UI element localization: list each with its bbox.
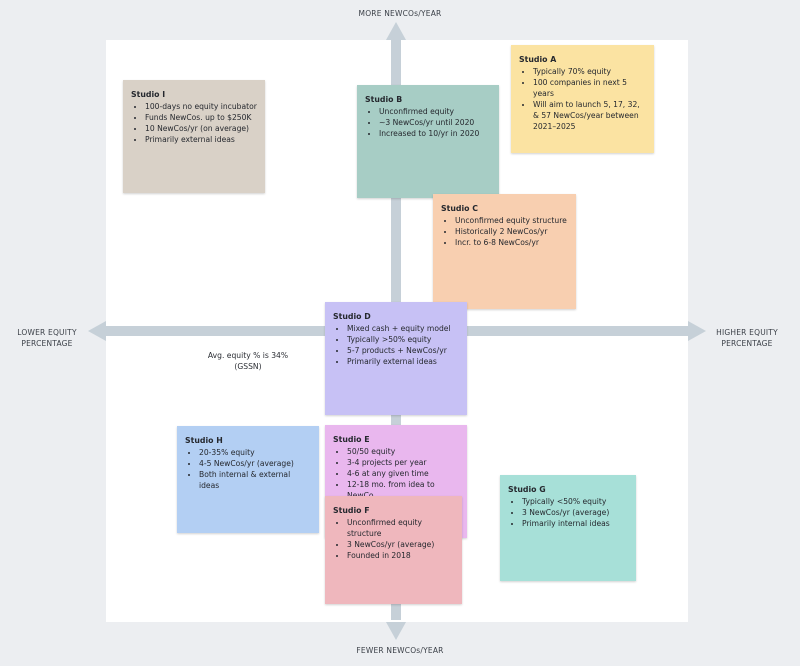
- list-item: 100 companies in next 5 years: [533, 77, 646, 99]
- studio-d-title: Studio D: [333, 312, 371, 321]
- list-item: Both internal & external ideas: [199, 469, 311, 491]
- arrow-down-icon: [386, 622, 406, 640]
- list-item: 50/50 equity: [347, 446, 459, 457]
- sticky-note-studio-a[interactable]: Studio A Typically 70% equity 100 compan…: [511, 45, 654, 153]
- studio-h-list: 20-35% equity 4-5 NewCos/yr (average) Bo…: [185, 447, 311, 491]
- list-item: Typically 70% equity: [533, 66, 646, 77]
- axis-label-right-line1: HIGHER EQUITY: [716, 328, 778, 337]
- list-item: Primarily internal ideas: [522, 518, 628, 529]
- list-item: 3 NewCos/yr (average): [347, 539, 454, 550]
- list-item: Unconfirmed equity structure: [455, 215, 568, 226]
- arrow-left-icon: [88, 321, 106, 341]
- list-item: 4-6 at any given time: [347, 468, 459, 479]
- list-item: 3-4 projects per year: [347, 457, 459, 468]
- arrow-up-icon: [386, 22, 406, 40]
- studio-e-list: 50/50 equity 3-4 projects per year 4-6 a…: [333, 446, 459, 501]
- list-item: 12-18 mo. from idea to NewCo.: [347, 479, 459, 501]
- studio-g-list: Typically <50% equity 3 NewCos/yr (avera…: [508, 496, 628, 529]
- list-item: 5-7 products + NewCos/yr: [347, 345, 459, 356]
- list-item: 4-5 NewCos/yr (average): [199, 458, 311, 469]
- sticky-note-studio-d[interactable]: Studio D Mixed cash + equity model Typic…: [325, 302, 467, 415]
- list-item: Funds NewCos. up to $250K: [145, 112, 257, 123]
- sticky-note-studio-g[interactable]: Studio G Typically <50% equity 3 NewCos/…: [500, 475, 636, 581]
- axis-label-right-line2: PERCENTAGE: [721, 339, 773, 348]
- studio-c-title: Studio C: [441, 204, 478, 213]
- sticky-note-studio-c[interactable]: Studio C Unconfirmed equity structure Hi…: [433, 194, 576, 309]
- list-item: 100-days no equity incubator: [145, 101, 257, 112]
- list-item: Primarily external ideas: [145, 134, 257, 145]
- list-item: 10 NewCos/yr (on average): [145, 123, 257, 134]
- sticky-note-studio-h[interactable]: Studio H 20-35% equity 4-5 NewCos/yr (av…: [177, 426, 319, 533]
- list-item: Historically 2 NewCos/yr: [455, 226, 568, 237]
- axis-label-left-line1: LOWER EQUITY: [17, 328, 77, 337]
- list-item: Mixed cash + equity model: [347, 323, 459, 334]
- axis-label-bottom: FEWER NEWCOs/YEAR: [356, 646, 444, 655]
- studio-i-title: Studio I: [131, 90, 166, 99]
- studio-a-list: Typically 70% equity 100 companies in ne…: [519, 66, 646, 132]
- sticky-note-studio-f[interactable]: Studio F Unconfirmed equity structure 3 …: [325, 496, 462, 604]
- axis-label-right: HIGHER EQUITY PERCENTAGE: [702, 327, 792, 349]
- studio-b-list: Unconfirmed equity ~3 NewCos/yr until 20…: [365, 106, 491, 139]
- avg-equity-line1: Avg. equity % is 34%: [207, 351, 289, 360]
- avg-equity-annotation: Avg. equity % is 34% (GSSN): [196, 350, 300, 372]
- studio-i-list: 100-days no equity incubator Funds NewCo…: [131, 101, 257, 145]
- list-item: Unconfirmed equity structure: [347, 517, 454, 539]
- list-item: Typically >50% equity: [347, 334, 459, 345]
- avg-equity-line2: (GSSN): [234, 362, 262, 371]
- studio-f-title: Studio F: [333, 506, 370, 515]
- list-item: Founded in 2018: [347, 550, 454, 561]
- studio-c-list: Unconfirmed equity structure Historicall…: [441, 215, 568, 248]
- list-item: 3 NewCos/yr (average): [522, 507, 628, 518]
- list-item: Primarily external ideas: [347, 356, 459, 367]
- list-item: ~3 NewCos/yr until 2020: [379, 117, 491, 128]
- studio-a-title: Studio A: [519, 55, 557, 64]
- axis-label-left-line2: PERCENTAGE: [21, 339, 73, 348]
- sticky-note-studio-i[interactable]: Studio I 100-days no equity incubator Fu…: [123, 80, 265, 193]
- list-item: Unconfirmed equity: [379, 106, 491, 117]
- studio-h-title: Studio H: [185, 436, 223, 445]
- list-item: 20-35% equity: [199, 447, 311, 458]
- axis-label-top: MORE NEWCOs/YEAR: [358, 9, 442, 18]
- list-item: Increased to 10/yr in 2020: [379, 128, 491, 139]
- list-item: Will aim to launch 5, 17, 32, & 57 NewCo…: [533, 99, 646, 132]
- axis-label-left: LOWER EQUITY PERCENTAGE: [6, 327, 88, 349]
- studio-e-title: Studio E: [333, 435, 370, 444]
- arrow-right-icon: [688, 321, 706, 341]
- studio-f-list: Unconfirmed equity structure 3 NewCos/yr…: [333, 517, 454, 561]
- studio-g-title: Studio G: [508, 485, 546, 494]
- studio-d-list: Mixed cash + equity model Typically >50%…: [333, 323, 459, 367]
- list-item: Incr. to 6-8 NewCos/yr: [455, 237, 568, 248]
- sticky-note-studio-b[interactable]: Studio B Unconfirmed equity ~3 NewCos/yr…: [357, 85, 499, 198]
- studio-b-title: Studio B: [365, 95, 403, 104]
- list-item: Typically <50% equity: [522, 496, 628, 507]
